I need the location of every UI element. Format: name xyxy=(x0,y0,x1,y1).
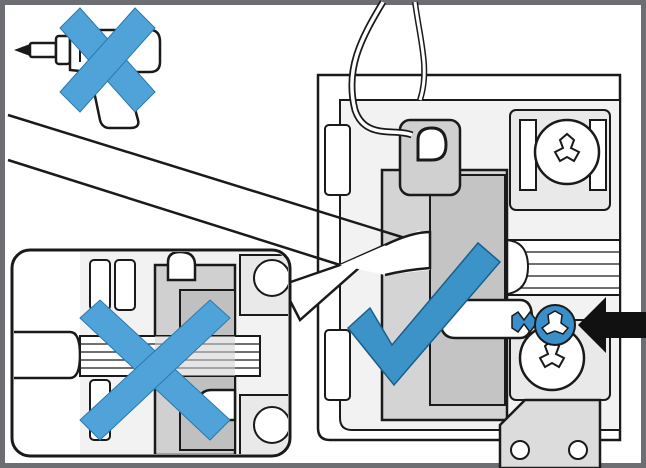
installation-illustration xyxy=(0,0,646,468)
illustration-canvas xyxy=(0,0,646,468)
